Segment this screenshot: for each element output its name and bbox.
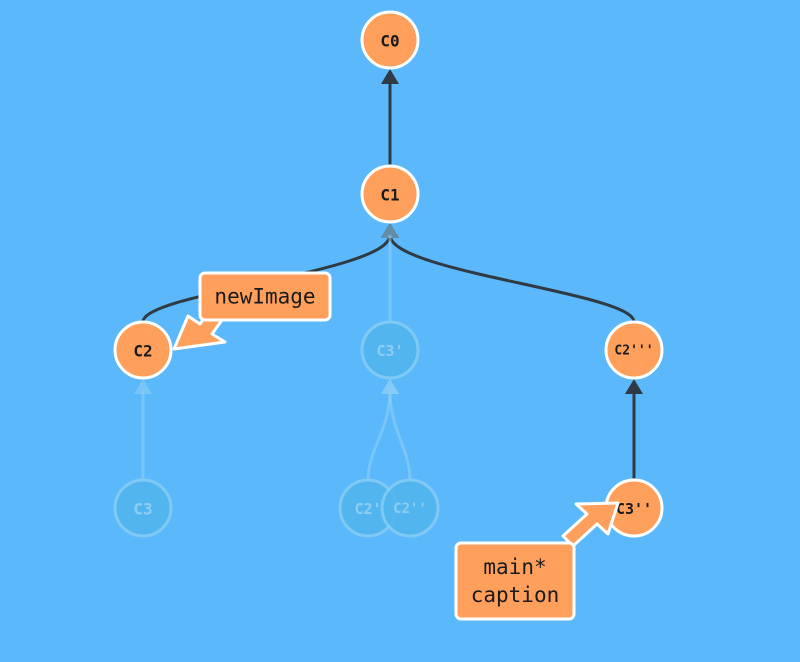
commit-label: C3 (133, 500, 152, 519)
commit-label: C2'' (393, 501, 427, 517)
commit-C2ppp[interactable]: C2''' (604, 320, 664, 380)
arrowhead (134, 379, 152, 394)
branch-tag-main[interactable]: main* caption (454, 501, 620, 621)
edge-C3pp-to-C2ppp (625, 379, 643, 480)
edge-C2p-to-C3p (366, 379, 399, 481)
edge-line (388, 234, 636, 323)
commit-circle (113, 478, 173, 538)
commit-C3[interactable]: C3 (113, 478, 173, 538)
tag-box (454, 541, 576, 621)
commit-label: C2' (354, 500, 381, 518)
commit-C3p[interactable]: C3' (360, 320, 420, 380)
commit-label: C2 (133, 342, 152, 361)
commit-circle (360, 10, 420, 70)
commit-C2[interactable]: C2 (113, 320, 173, 380)
commit-circle (360, 164, 420, 224)
commit-C2pp[interactable]: C2'' (380, 478, 440, 538)
commit-circle (604, 320, 664, 380)
commit-label: C2''' (614, 344, 653, 359)
commit-circle (360, 320, 420, 380)
commit-label: C3'' (616, 500, 652, 518)
commit-label: C1 (380, 186, 399, 205)
commit-circle (380, 478, 440, 538)
tag-box (198, 271, 332, 322)
edge-line (366, 390, 392, 481)
tag-label: newImage (214, 285, 315, 309)
commit-C3pp[interactable]: C3'' (604, 478, 664, 538)
edge-C1-to-C0 (381, 69, 399, 166)
tag-label: caption (471, 583, 560, 607)
edge-C3p-to-C1 (381, 223, 399, 322)
branch-tag-newImage[interactable]: newImage (172, 271, 332, 351)
edge-line (388, 390, 412, 481)
tag-label: main* (483, 555, 546, 579)
arrowhead (625, 379, 643, 394)
commit-C0[interactable]: C0 (360, 10, 420, 70)
tag-pointer-arrow (561, 501, 620, 548)
branch-tags-layer: newImage main* caption (172, 271, 620, 621)
arrowhead (381, 379, 399, 394)
edge-C2ppp-to-C1 (381, 223, 636, 323)
commit-circle (113, 320, 173, 380)
edges-layer (134, 69, 643, 481)
arrowhead (381, 223, 399, 238)
edge-C2pp-to-C3p (381, 379, 412, 481)
commit-label: C0 (380, 32, 399, 51)
commit-C1[interactable]: C1 (360, 164, 420, 224)
edge-C3-to-C2 (134, 379, 152, 480)
arrowhead (381, 69, 399, 84)
commit-label: C3' (376, 342, 403, 360)
commit-C2p[interactable]: C2' (338, 478, 398, 538)
